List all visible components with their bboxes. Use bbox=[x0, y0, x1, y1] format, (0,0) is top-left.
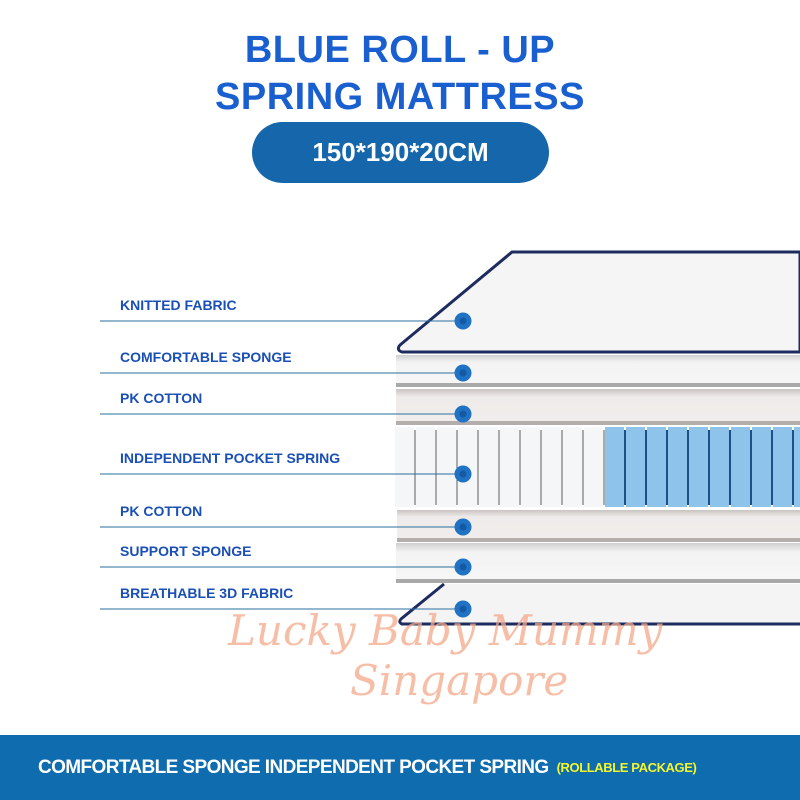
spring-coil bbox=[626, 427, 645, 507]
size-badge: 150*190*20CM bbox=[252, 122, 549, 183]
layer-marker-dot-center bbox=[459, 470, 467, 478]
watermark-line-1: Lucky Baby Mummy bbox=[228, 606, 663, 655]
spring-coil bbox=[731, 427, 750, 507]
spring-coil bbox=[521, 427, 540, 507]
spring-coil bbox=[773, 427, 792, 507]
spring-coil bbox=[710, 427, 729, 507]
spring-coil bbox=[542, 427, 561, 507]
layer-label: KNITTED FABRIC bbox=[120, 297, 237, 313]
size-text: 150*190*20CM bbox=[312, 137, 489, 167]
spring-coil bbox=[395, 427, 414, 507]
breathable-fabric-edge bbox=[398, 582, 800, 626]
title-line-2: SPRING MATTRESS bbox=[215, 76, 585, 118]
layer-breathable-3d-fabric bbox=[399, 584, 800, 624]
layer-label: PK COTTON bbox=[120, 390, 203, 406]
layer-label: SUPPORT SPONGE bbox=[120, 543, 252, 559]
spring-coil bbox=[752, 427, 771, 507]
spring-coil bbox=[689, 427, 708, 507]
footer-main-text: COMFORTABLE SPONGE INDEPENDENT POCKET SP… bbox=[38, 756, 549, 778]
layer-marker-dot-center bbox=[459, 317, 467, 325]
layer-pk-cotton-top bbox=[396, 389, 800, 425]
footer-sub-text: (ROLLABLE PACKAGE) bbox=[556, 760, 697, 775]
layer-label: COMFORTABLE SPONGE bbox=[120, 349, 292, 365]
spring-coil bbox=[500, 427, 519, 507]
title-line-1: BLUE ROLL - UP bbox=[244, 29, 556, 71]
layer-label: BREATHABLE 3D FABRIC bbox=[120, 585, 294, 601]
layer-knitted-fabric bbox=[396, 250, 800, 354]
spring-coil bbox=[647, 427, 666, 507]
layer-pocket-spring bbox=[395, 427, 800, 507]
layer-marker-dot-center bbox=[459, 369, 467, 377]
layer-label: INDEPENDENT POCKET SPRING bbox=[120, 450, 341, 466]
layer-label: PK COTTON bbox=[120, 503, 203, 519]
spring-coil bbox=[605, 427, 624, 507]
spring-coil bbox=[479, 427, 498, 507]
layer-leaders bbox=[100, 312, 472, 618]
layer-marker-dot-center bbox=[459, 523, 467, 531]
spring-coil bbox=[668, 427, 687, 507]
spring-coil bbox=[563, 427, 582, 507]
spring-coil bbox=[794, 427, 800, 507]
spring-coil bbox=[584, 427, 603, 507]
layer-marker-dot-center bbox=[459, 410, 467, 418]
spring-coil bbox=[416, 427, 435, 507]
watermark-line-2: Singapore bbox=[350, 656, 569, 705]
layer-marker-dot-center bbox=[459, 563, 467, 571]
footer-banner: COMFORTABLE SPONGE INDEPENDENT POCKET SP… bbox=[0, 735, 800, 800]
spring-coil bbox=[437, 427, 456, 507]
layer-marker-dot-center bbox=[459, 605, 467, 613]
